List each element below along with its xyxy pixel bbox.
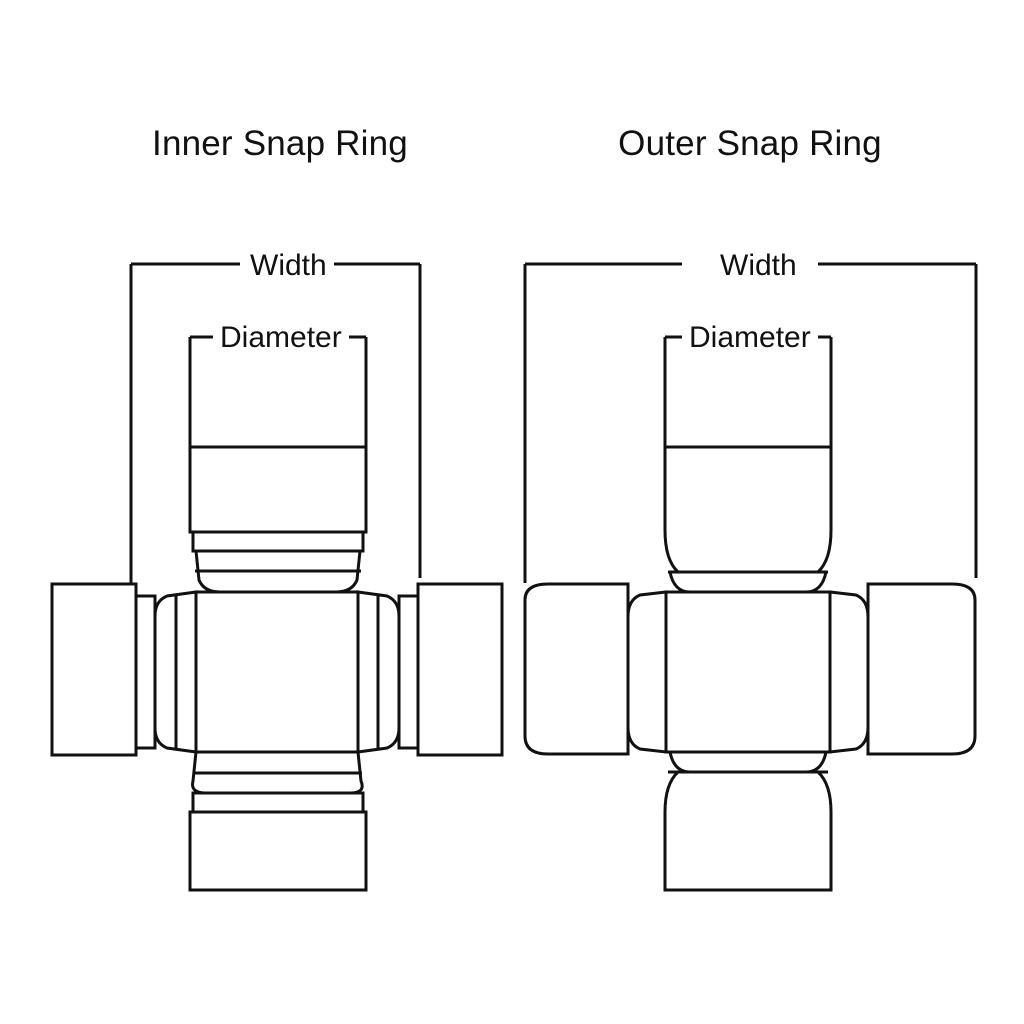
inner-center-block [194, 590, 360, 754]
outer-top-shoulder [668, 570, 828, 594]
outer-left-shoulder [626, 590, 668, 754]
inner-width-dimension [129, 262, 422, 583]
outer-width-dimension [523, 262, 978, 583]
inner-bottom-cap [188, 810, 368, 892]
inner-right-groove-band [397, 594, 420, 750]
inner-bottom-groove-band [191, 791, 365, 814]
outer-snap-ring-title: Outer Snap Ring [618, 124, 882, 163]
outer-bottom-cap [663, 770, 833, 892]
outer-right-shoulder [828, 590, 870, 754]
inner-right-cap [416, 582, 504, 757]
inner-top-cap [188, 445, 368, 534]
outer-bottom-shoulder [668, 750, 828, 774]
inner-diameter-label: Diameter [213, 321, 349, 355]
inner-snap-ring-assembly [50, 262, 504, 892]
inner-top-groove-band [191, 530, 365, 553]
outer-left-cap [523, 582, 630, 756]
outer-center-block [664, 590, 832, 754]
outer-width-label: Width [713, 249, 804, 283]
inner-snap-ring-title: Inner Snap Ring [152, 124, 408, 163]
inner-width-label: Width [243, 249, 334, 283]
inner-left-groove-band [134, 594, 157, 750]
outer-right-cap [866, 582, 977, 756]
inner-diameter-dimension [188, 335, 368, 447]
outer-snap-ring-assembly [523, 262, 978, 892]
outer-top-cap [663, 445, 833, 574]
outer-diameter-label: Diameter [682, 321, 818, 355]
inner-left-cap [50, 582, 138, 757]
